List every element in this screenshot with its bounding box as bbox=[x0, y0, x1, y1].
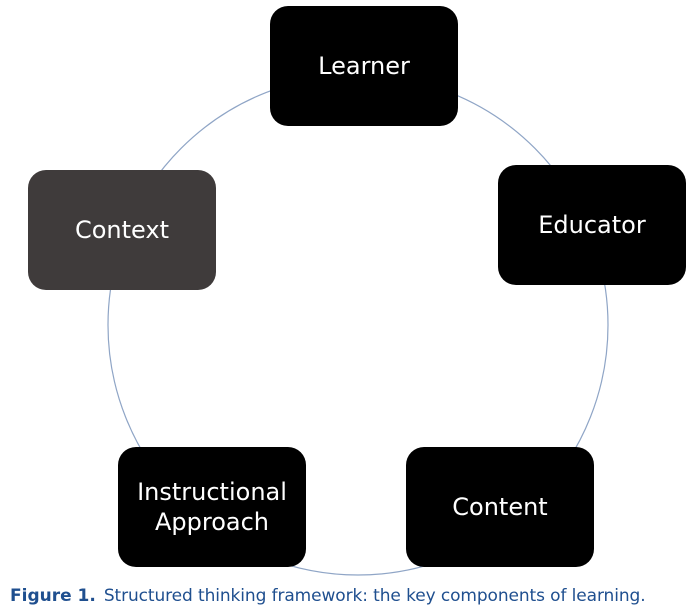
node-context-label: Context bbox=[74, 216, 170, 244]
node-educator: Educator bbox=[498, 165, 686, 285]
node-content-label: Content bbox=[452, 493, 548, 521]
node-educator-label: Educator bbox=[538, 211, 646, 239]
node-instructional-approach: Instructional Approach bbox=[118, 447, 306, 567]
node-learner-label: Learner bbox=[318, 52, 410, 80]
figure-caption: Figure 1. Structured thinking framework: … bbox=[10, 584, 695, 608]
figure-caption-label: Figure 1. bbox=[10, 586, 96, 606]
node-content: Content bbox=[406, 447, 594, 567]
figure-caption-text: Structured thinking framework: the key c… bbox=[103, 586, 646, 606]
node-instructional-approach-label: Instructional Approach bbox=[137, 478, 287, 536]
node-context: Context bbox=[28, 170, 216, 290]
learning-framework-diagram: Learner Educator Content Instructional A… bbox=[28, 6, 686, 576]
node-learner: Learner bbox=[270, 6, 458, 126]
